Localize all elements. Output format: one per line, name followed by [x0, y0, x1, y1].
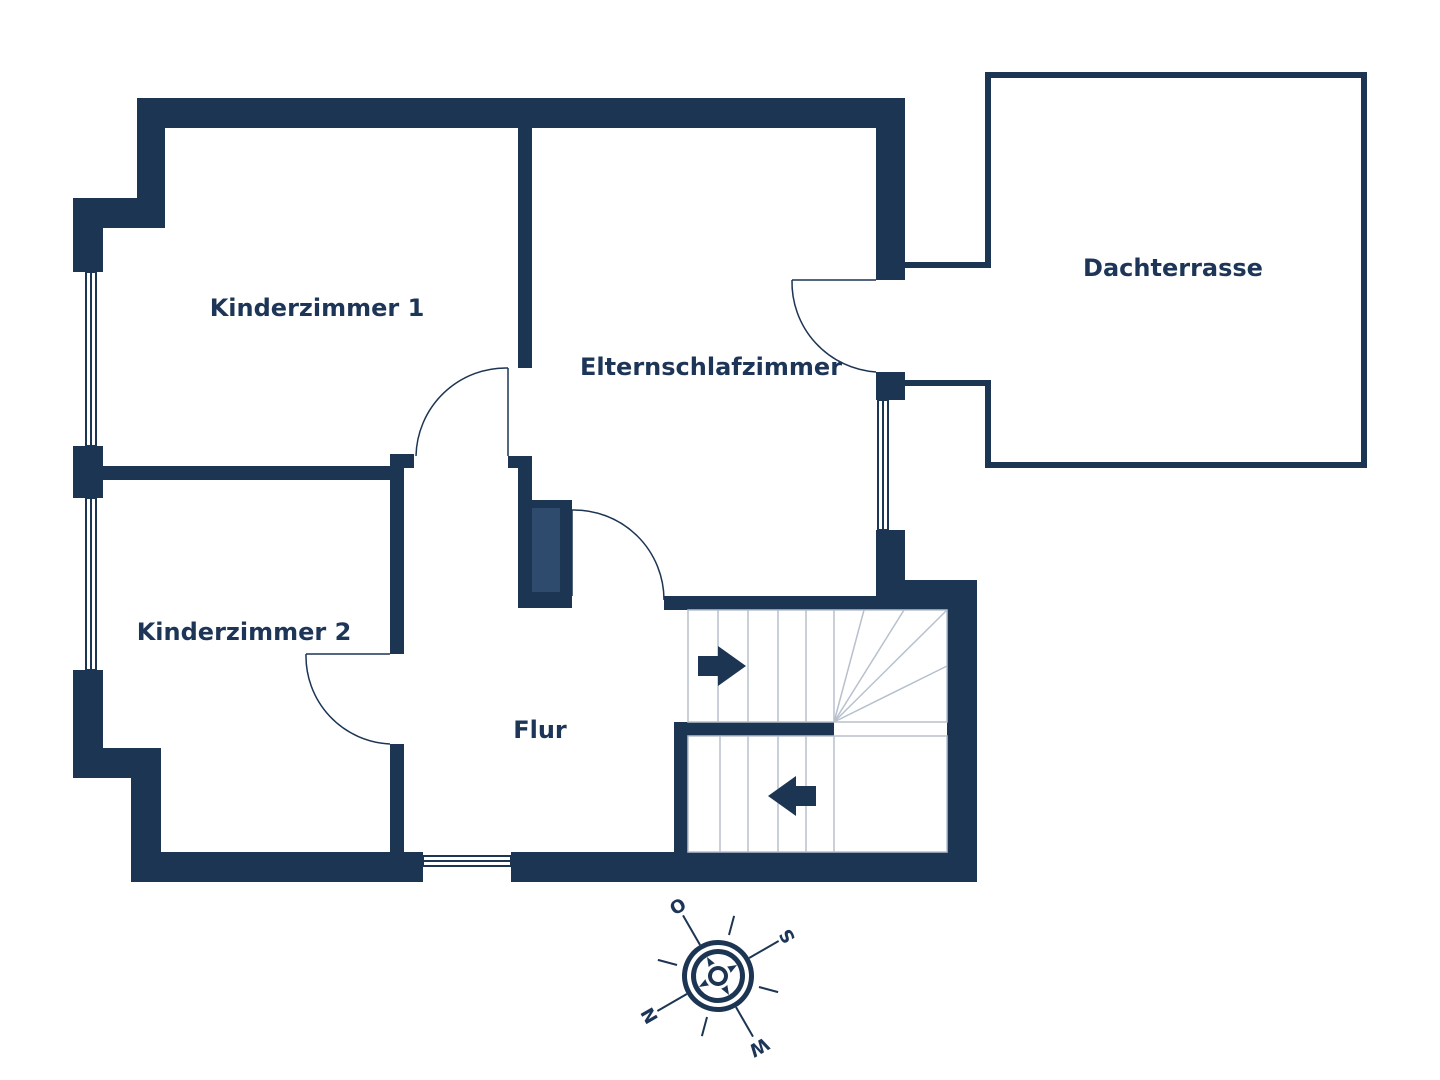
arrow-left-icon — [768, 776, 816, 816]
room-label-kinderzimmer1: Kinderzimmer 1 — [210, 294, 425, 322]
room-label-elternschlafzimmer: Elternschlafzimmer — [580, 353, 842, 381]
windows — [85, 271, 889, 867]
room-label-dachterrasse: Dachterrasse — [1083, 254, 1263, 282]
stairs — [687, 609, 948, 853]
dachterrasse-outline — [890, 72, 1367, 468]
room-label-flur: Flur — [513, 716, 567, 744]
room-label-kinderzimmer2: Kinderzimmer 2 — [137, 618, 352, 646]
compass-icon: N O S W — [635, 894, 800, 1060]
exterior-walls — [73, 98, 977, 882]
pillar-highlight — [532, 508, 560, 592]
arrow-right-icon — [698, 646, 746, 686]
doors — [305, 279, 877, 745]
